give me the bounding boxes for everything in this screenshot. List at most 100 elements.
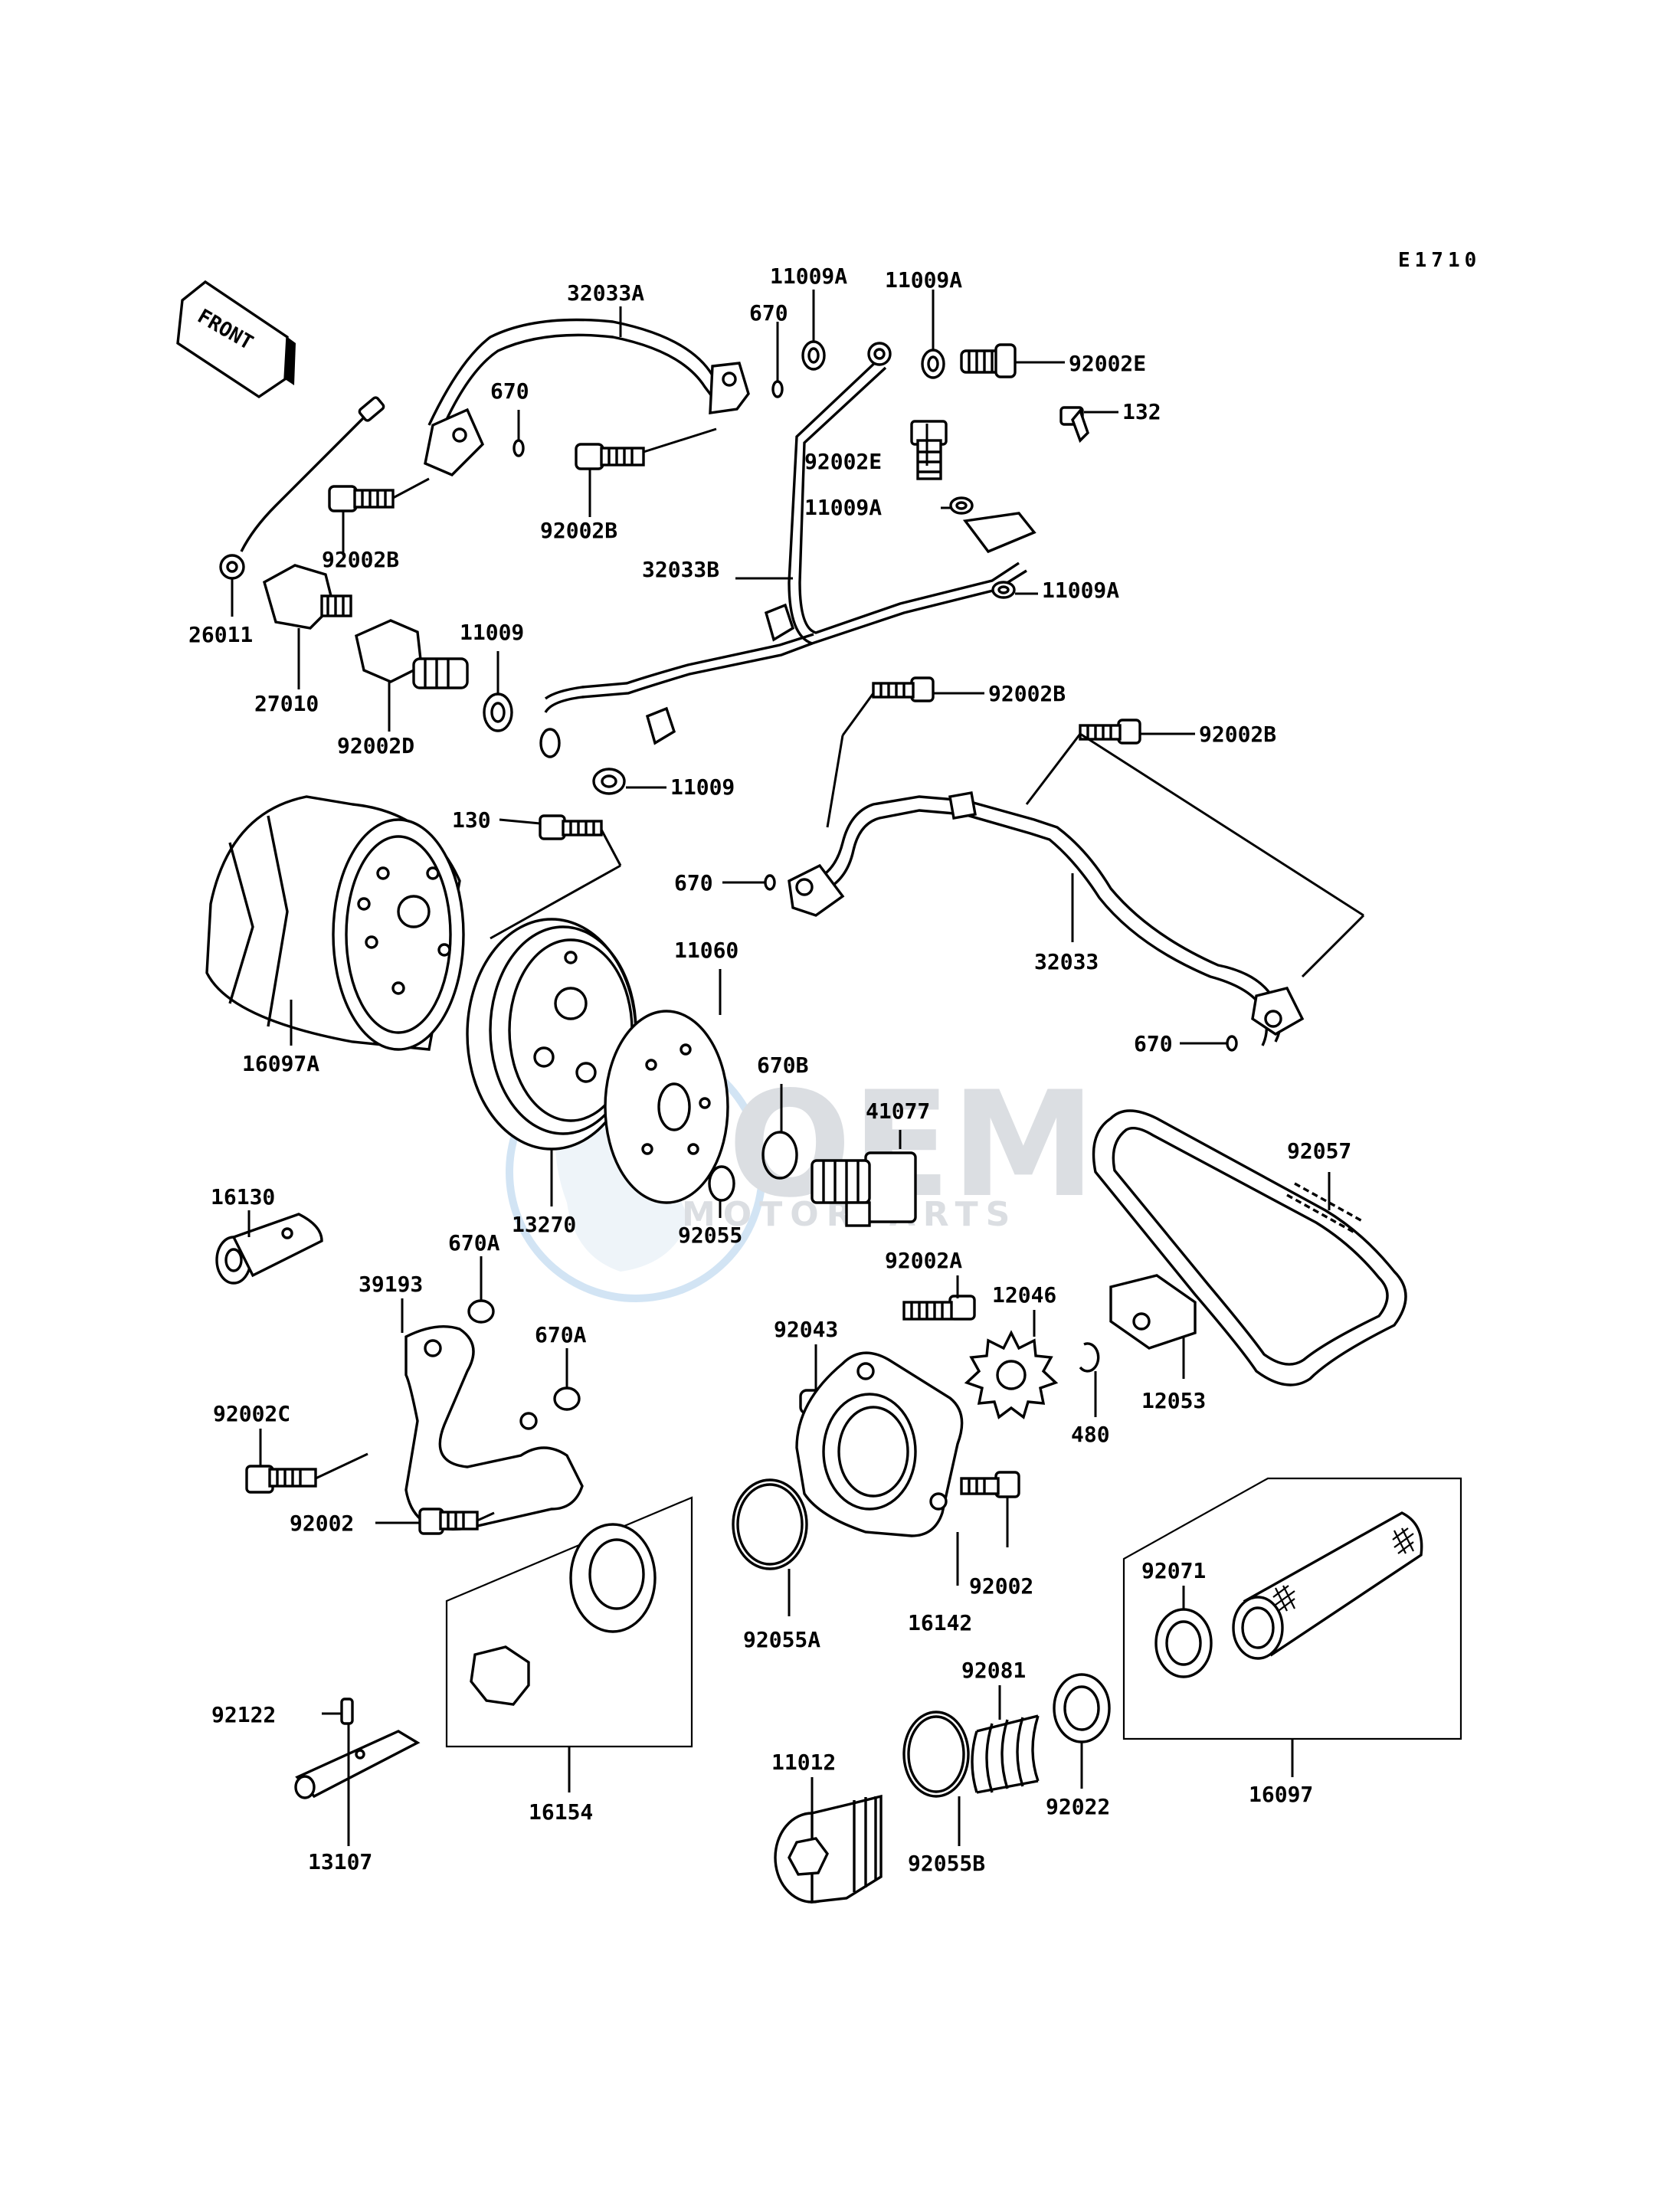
label-92071: 92071	[1141, 1558, 1206, 1583]
leader-lines	[231, 290, 1365, 1846]
label-92122: 92122	[211, 1702, 276, 1727]
oring-92055b	[902, 1711, 970, 1798]
bolt-92002b-2	[328, 485, 395, 512]
label-11009a-1: 11009A	[770, 264, 847, 289]
label-130: 130	[452, 807, 491, 833]
filter-cover-13270	[466, 918, 637, 1151]
oring-670-a	[771, 380, 784, 398]
bolt-92002a	[902, 1295, 976, 1321]
label-670a-2: 670A	[535, 1322, 587, 1347]
part-labels: 32033A 11009A 11009A 670 670 92002E 132 …	[188, 264, 1351, 1876]
oring-670b	[761, 1131, 798, 1180]
oring-92055	[708, 1165, 735, 1202]
oil-filter-16097a	[205, 795, 465, 1051]
label-92002b-3: 92002B	[988, 681, 1066, 706]
pipe-39193	[404, 1324, 584, 1531]
bolt-132	[1059, 406, 1089, 444]
label-92002c: 92002C	[213, 1401, 290, 1426]
bolt-130	[539, 814, 603, 840]
label-670-1: 670	[749, 300, 788, 326]
label-92002e-2: 92002E	[804, 449, 882, 474]
sensor-27010	[262, 564, 352, 630]
bolt-92002d	[355, 619, 469, 689]
label-11009-1: 11009	[460, 620, 524, 645]
label-670a-1: 670A	[448, 1230, 500, 1256]
oil-pipe-32033	[788, 791, 1305, 1046]
label-670b: 670B	[757, 1053, 808, 1078]
oring-92055a	[732, 1478, 808, 1570]
bolt-92002b-3	[872, 676, 935, 702]
washer-11009a-2	[921, 349, 945, 379]
bolt-92002c	[245, 1465, 317, 1494]
pin-92122	[340, 1697, 354, 1725]
pipe-16130	[215, 1213, 323, 1285]
label-92022: 92022	[1046, 1794, 1110, 1819]
label-27010: 27010	[254, 691, 319, 716]
label-92002b-4: 92002B	[1199, 722, 1276, 747]
washer-11009a-4	[991, 581, 1016, 599]
label-41077: 41077	[866, 1098, 930, 1124]
label-11009-2: 11009	[670, 774, 735, 800]
label-12053: 12053	[1141, 1388, 1206, 1413]
label-16130: 16130	[211, 1184, 275, 1210]
chain-92057	[1092, 1109, 1407, 1386]
washer-11009-2	[592, 768, 626, 795]
washer-11009-1	[483, 692, 513, 732]
label-92055b: 92055B	[908, 1851, 985, 1876]
label-92043: 92043	[774, 1317, 838, 1342]
oring-670-d	[1226, 1035, 1238, 1052]
label-132: 132	[1122, 399, 1161, 424]
fitting-41077	[811, 1151, 917, 1227]
front-arrow-icon: FRONT	[176, 280, 296, 399]
label-11009a-3: 11009A	[804, 495, 882, 520]
oring-670-b	[513, 439, 525, 457]
rotor-box-16154	[445, 1496, 693, 1748]
label-32033a: 32033A	[567, 280, 644, 306]
label-92002-1: 92002	[290, 1511, 354, 1536]
washer-11009a-1	[801, 340, 826, 371]
shaft-13107	[294, 1730, 421, 1799]
label-16142: 16142	[908, 1610, 972, 1635]
label-11060: 11060	[674, 938, 738, 963]
banjo-bolt-92002e	[910, 420, 948, 480]
label-16097a: 16097A	[242, 1051, 319, 1076]
oil-pipe-32033a	[424, 318, 750, 477]
sprocket-12046	[964, 1330, 1059, 1419]
plate-11060	[604, 1010, 729, 1204]
label-480: 480	[1071, 1422, 1110, 1447]
label-16097: 16097	[1249, 1782, 1313, 1807]
strainer-box-16097	[1122, 1477, 1462, 1740]
label-92002d: 92002D	[337, 733, 414, 758]
circlip-480	[1079, 1342, 1100, 1373]
label-92081: 92081	[961, 1658, 1026, 1683]
oring-670-c	[764, 874, 776, 891]
label-92055a: 92055A	[743, 1627, 820, 1652]
bolt-92002b-1	[575, 443, 645, 470]
bolt-92002e-top	[960, 343, 1017, 378]
label-670-3: 670	[674, 870, 713, 895]
pump-housing-16142	[795, 1351, 964, 1537]
label-32033b: 32033B	[642, 557, 719, 582]
label-12046: 12046	[992, 1282, 1056, 1308]
label-92002b-2: 92002B	[322, 547, 399, 572]
label-26011: 26011	[188, 622, 253, 647]
label-11012: 11012	[771, 1750, 836, 1775]
label-92055: 92055	[678, 1223, 742, 1248]
label-92002-2: 92002	[969, 1573, 1033, 1599]
label-11009a-4: 11009A	[1042, 578, 1119, 603]
diagram-code: E1710	[1398, 249, 1481, 272]
bolt-92002b-4	[1079, 719, 1141, 745]
label-13270: 13270	[512, 1212, 576, 1237]
label-92002a: 92002A	[885, 1248, 962, 1273]
oil-pipe-32033b	[539, 342, 1036, 758]
label-92057: 92057	[1287, 1138, 1351, 1164]
spring-92081	[971, 1714, 1040, 1794]
washer-11009a-3	[949, 496, 974, 515]
label-11009a-2: 11009A	[885, 267, 962, 293]
label-16154: 16154	[529, 1799, 593, 1825]
label-670-4: 670	[1134, 1031, 1173, 1056]
label-92002e-1: 92002E	[1069, 351, 1146, 376]
lead-26011	[219, 396, 385, 580]
